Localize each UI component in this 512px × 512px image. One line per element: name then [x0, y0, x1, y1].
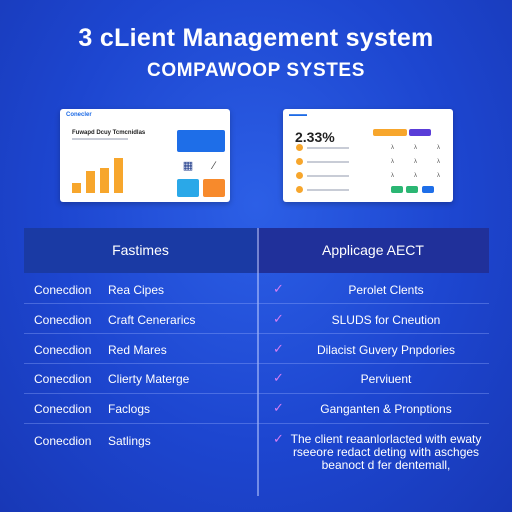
row-category: Conecdion: [34, 372, 92, 386]
list-row: λ λ λ: [296, 143, 446, 153]
card-headline: Fuwapd Dcuy Tcmcnidlas: [72, 130, 146, 136]
row-divider: [24, 423, 489, 424]
user-card-icon: ▦: [182, 160, 194, 172]
table-header-right: [257, 228, 489, 273]
row-line: [307, 147, 349, 149]
list-row: λ λ λ: [296, 157, 446, 167]
row-feature: Rea Cipes: [108, 283, 165, 297]
check-icon: ✓: [273, 281, 284, 296]
check-icon: ✓: [273, 431, 284, 446]
row-mark: λ: [437, 145, 440, 151]
row-category: Conecdion: [34, 343, 92, 357]
column-header-features: Fastimes: [112, 242, 169, 258]
status-dot: [296, 158, 303, 165]
row-capability: SLUDS for Cneution: [331, 313, 441, 327]
green-pill: [406, 186, 418, 193]
list-row: [296, 185, 446, 195]
chart-bar: [114, 158, 123, 193]
page-title: 3 cLient Management system: [78, 24, 434, 52]
row-divider: [24, 363, 489, 364]
row-capability-description: The client reaanlorlacted with ewaty rse…: [290, 432, 482, 472]
orange-pill: [373, 129, 407, 136]
chart-bar: [86, 171, 95, 193]
row-mark: λ: [414, 145, 417, 151]
chart-bar: [72, 183, 81, 193]
card-big-number: 2.33%: [295, 129, 335, 145]
row-feature: Craft Cenerarics: [108, 313, 196, 327]
row-capability: Perolet Clents: [348, 283, 424, 297]
row-capability: Perviuent: [360, 372, 412, 386]
check-icon: ✓: [273, 311, 284, 326]
line-chart-icon: ∕: [213, 160, 215, 172]
list-row: λ λ λ: [296, 171, 446, 181]
check-icon: ✓: [273, 370, 284, 385]
dashboard-preview-left: Conecler Fuwapd Dcuy Tcmcnidlas ▦ ∕: [60, 109, 230, 202]
row-mark: λ: [414, 173, 417, 179]
check-icon: ✓: [273, 341, 284, 356]
card-brand-right: ▬▬▬: [289, 112, 307, 118]
row-mark: λ: [391, 145, 394, 151]
blue-pill: [422, 186, 434, 193]
page-subtitle: COMPAWOOP SYSTES: [147, 60, 365, 81]
row-mark: λ: [391, 159, 394, 165]
cyan-tile: [177, 179, 199, 197]
column-divider: [257, 228, 259, 496]
row-category: Conecdion: [34, 283, 92, 297]
row-feature: Clierty Materge: [108, 372, 190, 386]
bar-chart-widget: [72, 153, 134, 193]
row-mark: λ: [391, 173, 394, 179]
row-line: [307, 189, 349, 191]
column-header-applicage: Applicage AECT: [322, 242, 424, 258]
card-subline: [72, 138, 128, 140]
row-mark: λ: [414, 159, 417, 165]
table-header-left: [24, 228, 257, 273]
row-capability: Dilacist Guvery Pnpdories: [316, 343, 456, 357]
row-feature: Red Mares: [108, 343, 167, 357]
row-mark: λ: [437, 159, 440, 165]
blue-summary-tile: [177, 130, 225, 152]
row-category: Conecdion: [34, 434, 92, 448]
purple-pill: [409, 129, 431, 136]
comparison-table: Fastimes Applicage AECT Conecdion Rea Ci…: [24, 228, 489, 496]
status-dot: [296, 186, 303, 193]
row-feature: Satlings: [108, 434, 151, 448]
row-divider: [24, 333, 489, 334]
row-feature: Faclogs: [108, 402, 151, 416]
row-line: [307, 161, 349, 163]
row-category: Conecdion: [34, 313, 92, 327]
row-divider: [24, 393, 489, 394]
row-category: Conecdion: [34, 402, 92, 416]
green-pill: [391, 186, 403, 193]
chart-bar: [100, 168, 109, 193]
row-divider: [24, 303, 489, 304]
status-dot: [296, 172, 303, 179]
orange-tile: [203, 179, 225, 197]
row-capability: Ganganten & Pronptions: [320, 402, 452, 416]
card-brand: Conecler: [66, 112, 92, 118]
dashboard-preview-right: ▬▬▬ 2.33% λ λ λ λ λ λ λ λ λ: [283, 109, 453, 202]
check-icon: ✓: [273, 400, 284, 415]
row-mark: λ: [437, 173, 440, 179]
row-line: [307, 175, 349, 177]
status-dot: [296, 144, 303, 151]
